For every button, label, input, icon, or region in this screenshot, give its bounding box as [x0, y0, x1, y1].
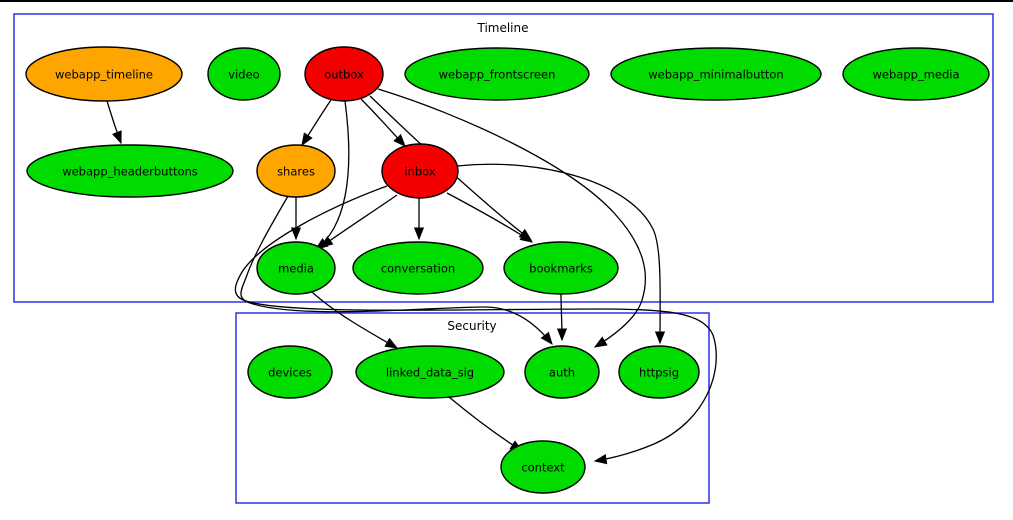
node-devices: devices: [247, 345, 333, 399]
node-conversation-label: conversation: [381, 262, 455, 276]
node-httpsig-shape: [618, 345, 700, 399]
edge-linked_data_sig-to-context: [448, 396, 524, 452]
edge-shares-to-auth: [240, 195, 553, 346]
node-webapp_media-shape: [842, 47, 990, 101]
edge-webapp_timeline-to-webapp_headerbuttons: [106, 100, 122, 145]
edge-outbox-to-auth: [377, 88, 647, 348]
node-outbox: outbox: [304, 46, 384, 102]
node-bookmarks-label: bookmarks: [529, 262, 593, 276]
node-bookmarks-shape: [503, 241, 619, 295]
node-devices-shape: [247, 345, 333, 399]
node-webapp_media: webapp_media: [842, 47, 990, 101]
cluster-timeline-border: [13, 13, 994, 303]
node-auth: auth: [524, 345, 600, 399]
node-video-shape: [207, 47, 281, 101]
edge-inbox-to-media: [319, 194, 398, 248]
edge-outbox-to-shares: [301, 99, 332, 147]
node-auth-label: auth: [549, 366, 575, 380]
node-bookmarks: bookmarks: [503, 241, 619, 295]
node-conversation: conversation: [352, 241, 484, 295]
edge-bookmarks-to-auth: [556, 293, 568, 342]
node-linked_data_sig-label: linked_data_sig: [386, 366, 474, 380]
node-webapp_minimalbutton-shape: [610, 47, 822, 101]
edge-inbox-to-bookmarks: [446, 192, 534, 243]
node-linked_data_sig: linked_data_sig: [355, 345, 505, 399]
node-inbox: inbox: [381, 143, 459, 199]
edge-outbox-to-inbox: [360, 98, 406, 147]
node-webapp_minimalbutton: webapp_minimalbutton: [610, 47, 822, 101]
edge-inbox-to-context: [234, 185, 717, 465]
node-webapp_headerbuttons: webapp_headerbuttons: [26, 144, 234, 198]
node-context-shape: [500, 440, 586, 494]
node-outbox-label: outbox: [324, 68, 364, 82]
node-webapp_headerbuttons-shape: [26, 144, 234, 198]
edge-media-to-linked_data_sig: [311, 291, 399, 349]
edge-inbox-to-httpsig: [456, 163, 666, 345]
node-video-label: video: [228, 68, 259, 82]
cluster-security-border: [235, 312, 710, 504]
node-webapp_timeline-label: webapp_timeline: [55, 68, 153, 82]
node-webapp_minimalbutton-label: webapp_minimalbutton: [648, 68, 783, 82]
node-inbox-shape: [381, 143, 459, 199]
node-webapp_headerbuttons-label: webapp_headerbuttons: [62, 165, 198, 179]
cluster-timeline-label: Timeline: [476, 21, 528, 35]
node-webapp_media-label: webapp_media: [873, 68, 960, 82]
node-media-label: media: [278, 262, 314, 276]
node-linked_data_sig-shape: [355, 345, 505, 399]
cluster-security-label: Security: [447, 319, 496, 333]
node-context-label: context: [521, 461, 565, 475]
node-httpsig: httpsig: [618, 345, 700, 399]
node-auth-shape: [524, 345, 600, 399]
node-webapp_frontscreen-shape: [404, 47, 590, 101]
node-media-shape: [256, 241, 336, 295]
node-shares-shape: [256, 144, 336, 198]
node-inbox-label: inbox: [404, 165, 435, 179]
node-context: context: [500, 440, 586, 494]
node-devices-label: devices: [268, 366, 312, 380]
node-webapp_timeline-shape: [25, 46, 183, 102]
node-webapp_frontscreen-label: webapp_frontscreen: [439, 68, 556, 82]
node-media: media: [256, 241, 336, 295]
node-outbox-shape: [304, 46, 384, 102]
node-webapp_frontscreen: webapp_frontscreen: [404, 47, 590, 101]
node-httpsig-label: httpsig: [639, 366, 679, 380]
node-conversation-shape: [352, 241, 484, 295]
node-video: video: [207, 47, 281, 101]
node-webapp_timeline: webapp_timeline: [25, 46, 183, 102]
node-shares: shares: [256, 144, 336, 198]
node-shares-label: shares: [277, 165, 315, 179]
